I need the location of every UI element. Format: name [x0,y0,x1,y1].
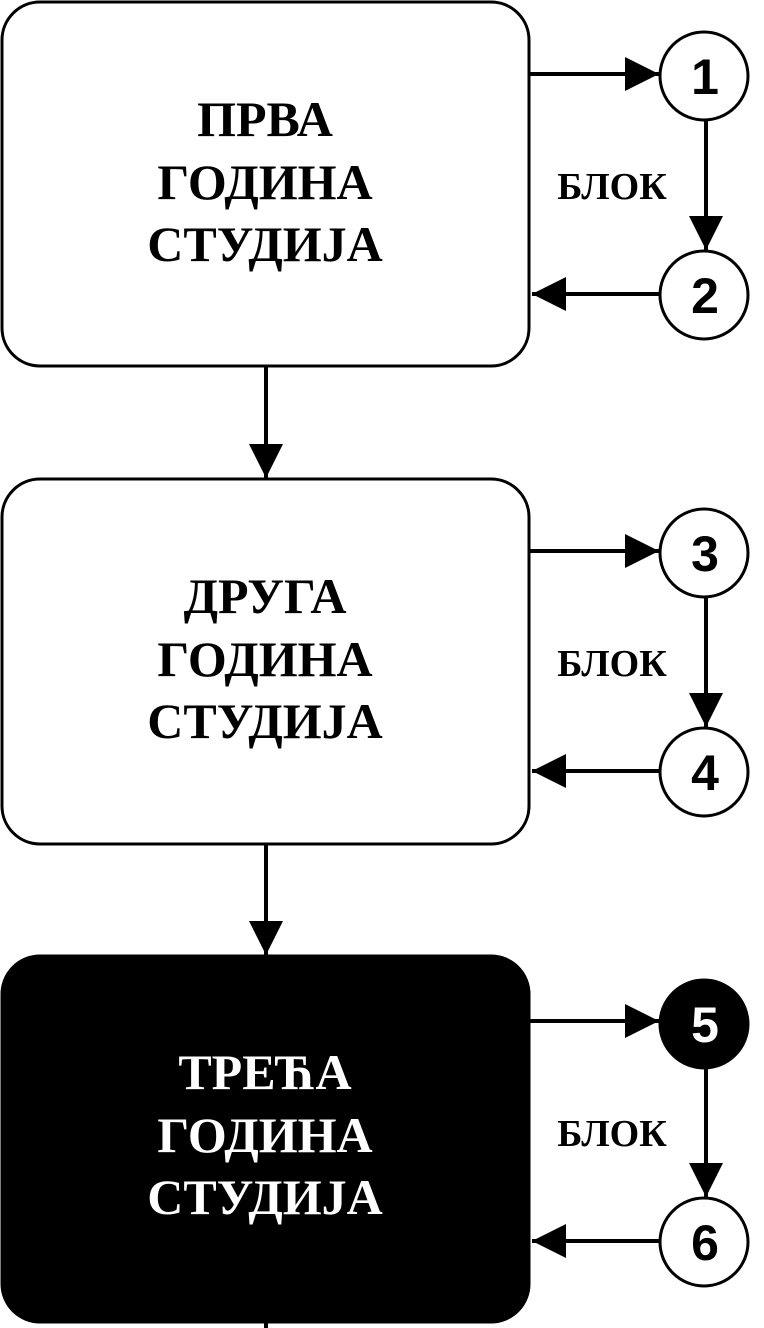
year-box-1-line-2: ГОДИНА [157,154,372,210]
block-label-3: БЛОК [557,1113,667,1155]
year-box-1-line-3: СТУДИЈА [147,216,383,272]
block-circle-6-label: 6 [691,1215,719,1271]
block-circle-5-label: 5 [691,997,719,1053]
block-circle-4-label: 4 [691,745,719,801]
year-box-1-line-1: ПРВА [197,91,333,147]
year-box-2 [0,477,531,846]
year-group-2: ДРУГА ГОДИНА СТУДИЈА 3 БЛОК 4 [0,477,750,846]
year-box-3-line-3: СТУДИЈА [147,1169,383,1225]
year-box-2-line-3: СТУДИЈА [147,693,383,749]
year-group-3: ТРЕЋА ГОДИНА СТУДИЈА 5 БЛОК 6 [0,954,750,1324]
year-box-2-line-2: ГОДИНА [157,631,372,687]
block-circle-2-label: 2 [691,268,719,324]
year-box-3-line-1: ТРЕЋА [178,1044,351,1100]
year-box-3-line-2: ГОДИНА [157,1107,372,1163]
block-circle-3-label: 3 [691,526,719,582]
year-group-1: ПРВА ГОДИНА СТУДИЈА 1 БЛОК 2 [0,0,750,368]
block-label-2: БЛОК [557,643,667,685]
block-circle-1-label: 1 [691,49,719,105]
year-box-2-line-1: ДРУГА [184,568,347,624]
year-box-1 [0,0,531,368]
block-label-1: БЛОК [557,166,667,208]
